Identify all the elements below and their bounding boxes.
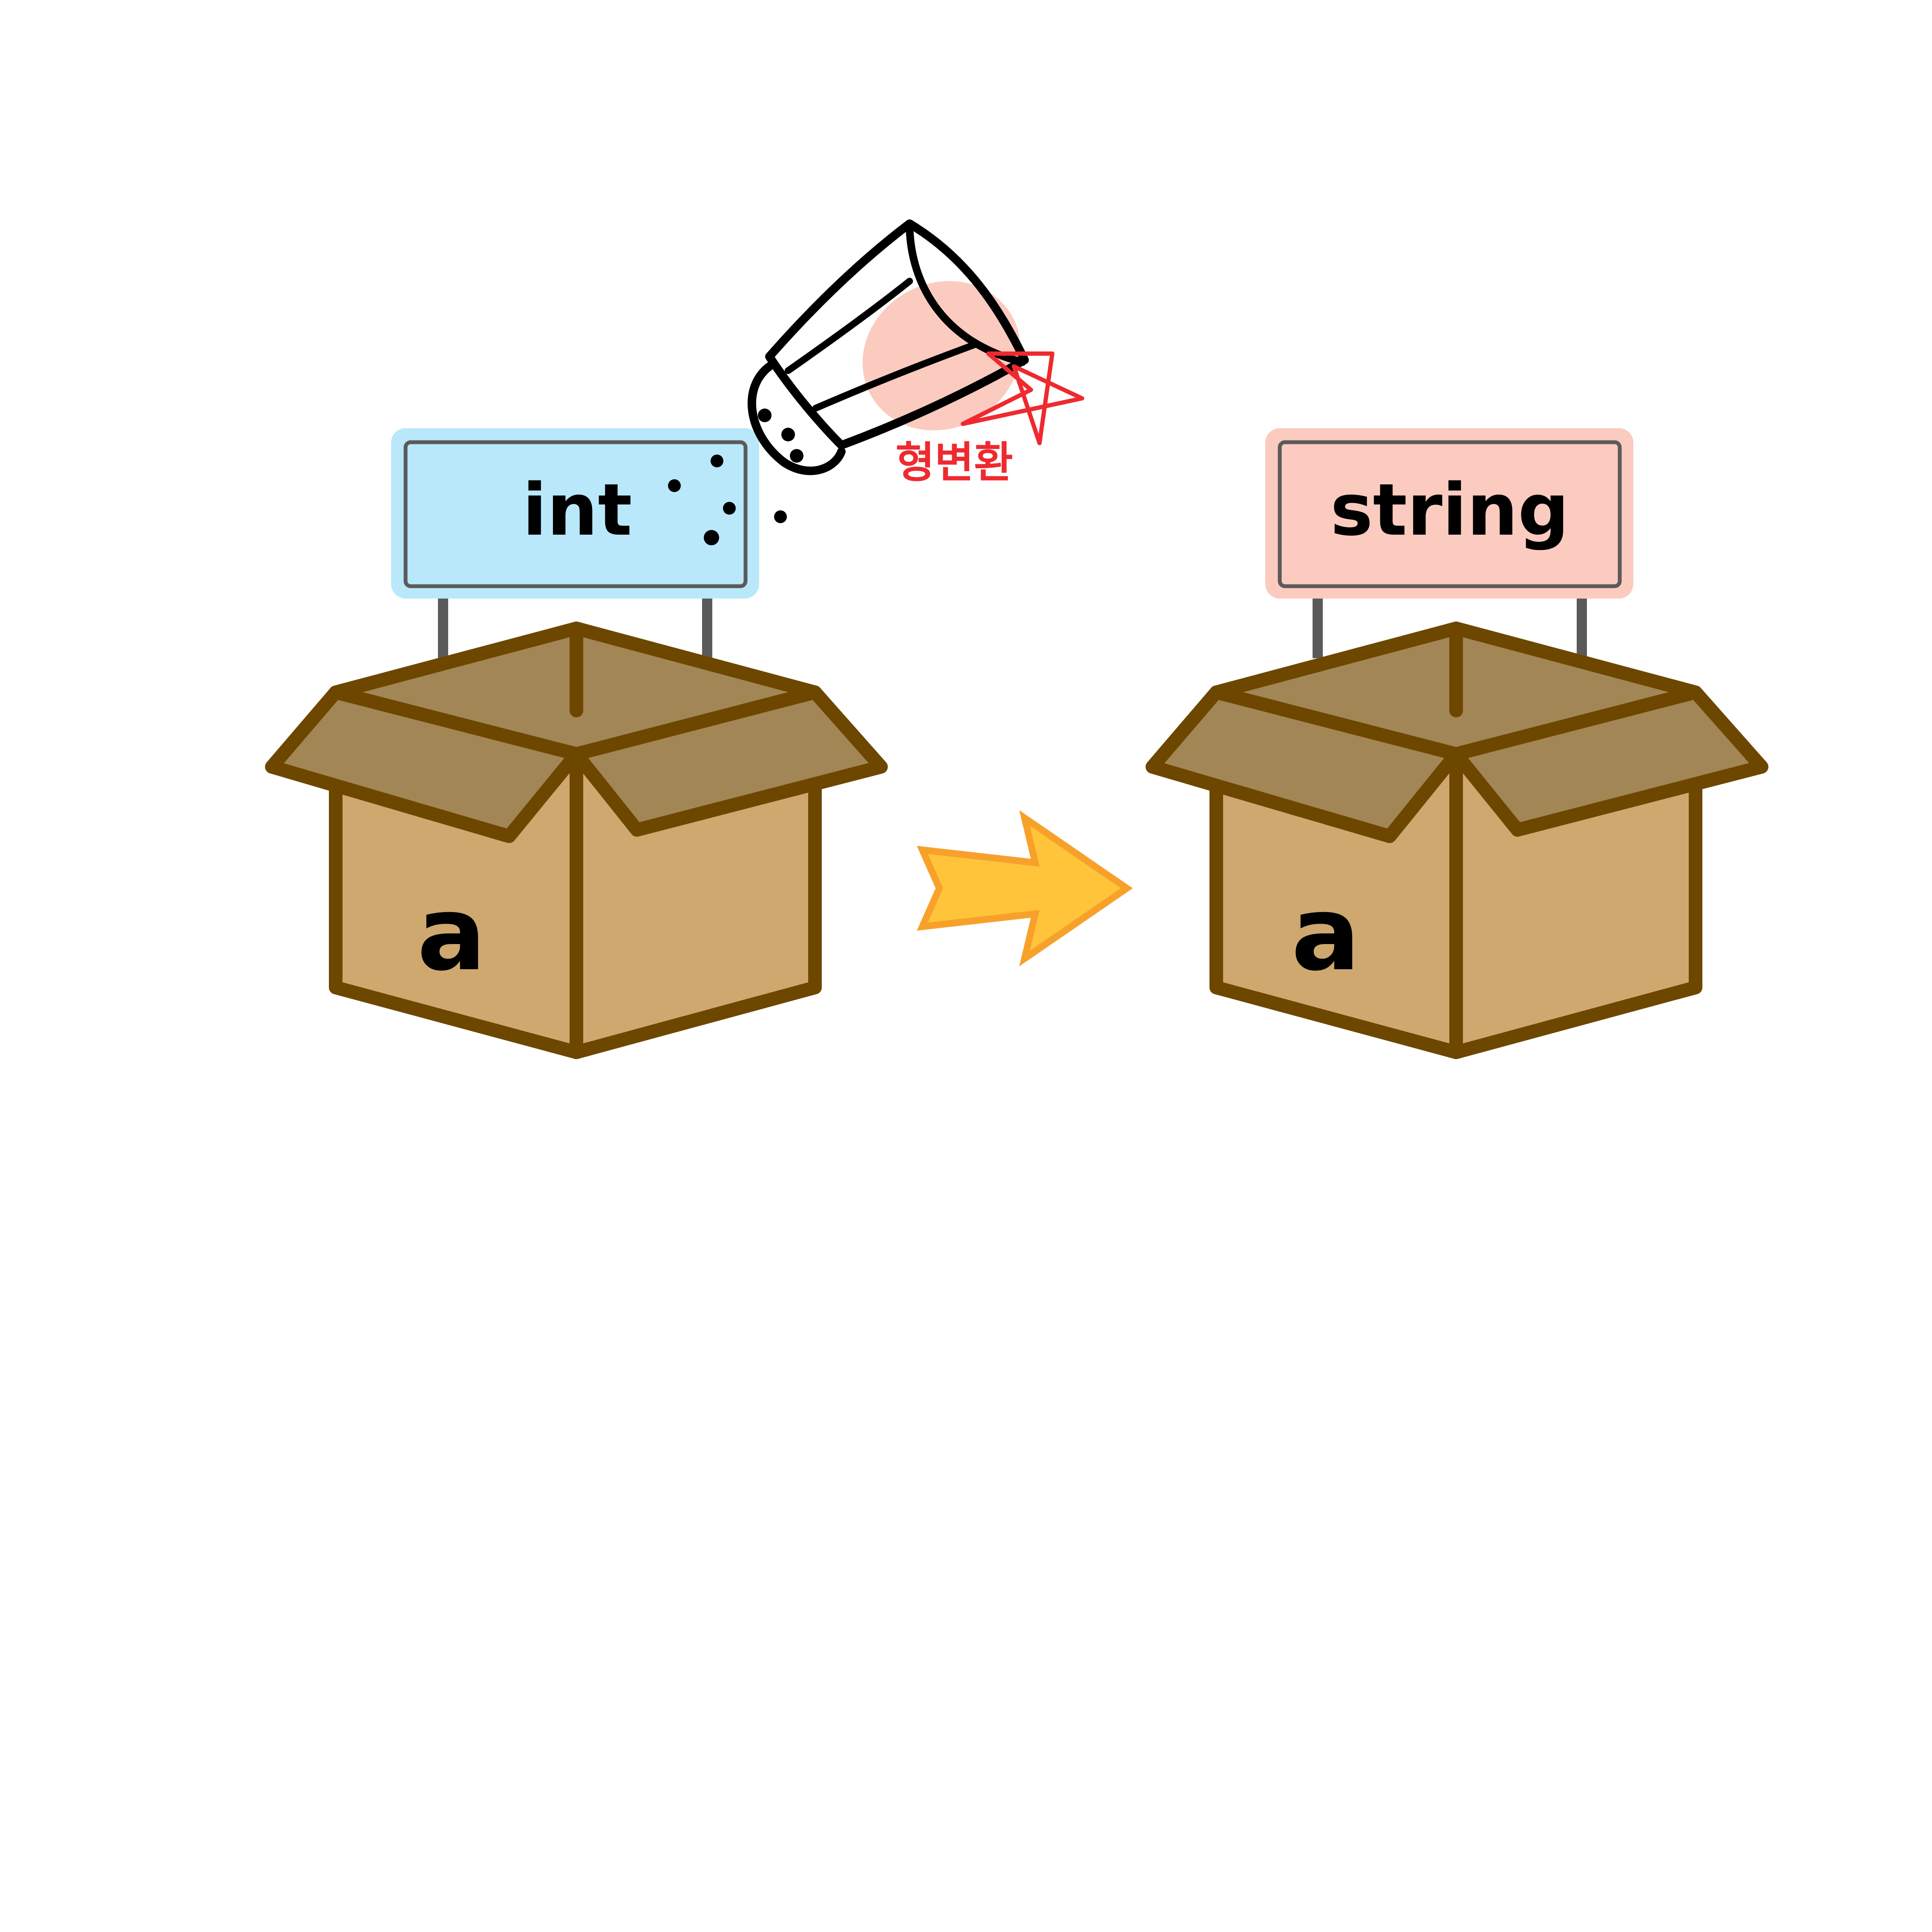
arrow-right-icon: [917, 810, 1133, 967]
shaker-inner-line-1: [785, 278, 913, 374]
right-type-sign: string: [1265, 428, 1633, 599]
right-box-flap-left: [1146, 685, 1463, 843]
right-sign-panel: [1278, 440, 1622, 588]
left-type-sign: int: [391, 428, 759, 599]
shaker-inner-line-2: [812, 342, 977, 412]
shaker-lid-curve: [906, 220, 1026, 366]
left-box-flap-left: [265, 685, 583, 843]
cap-hole: [790, 449, 803, 463]
right-type-label: string: [1330, 468, 1569, 552]
left-sign-panel: [403, 440, 748, 588]
left-box-group: int a: [265, 428, 888, 1059]
shaker-label: 형변환: [895, 438, 1013, 487]
cap-hole: [781, 428, 795, 441]
left-variable-label: a: [417, 874, 486, 993]
shaker-cap: [748, 362, 846, 475]
right-box-group: string a: [1146, 428, 1768, 1059]
sparkle-star-icon: [961, 351, 1084, 445]
left-box-flap-right: [570, 685, 888, 837]
salt-shaker-icon: 형변환: [668, 219, 1084, 545]
left-type-label: int: [522, 468, 632, 552]
salt-grains: [668, 455, 787, 545]
right-variable-label: a: [1291, 874, 1360, 993]
right-box-flap-right: [1449, 685, 1768, 837]
right-cardboard-box: [1146, 622, 1768, 1059]
left-cardboard-box: [265, 622, 888, 1059]
cap-hole: [758, 409, 772, 422]
